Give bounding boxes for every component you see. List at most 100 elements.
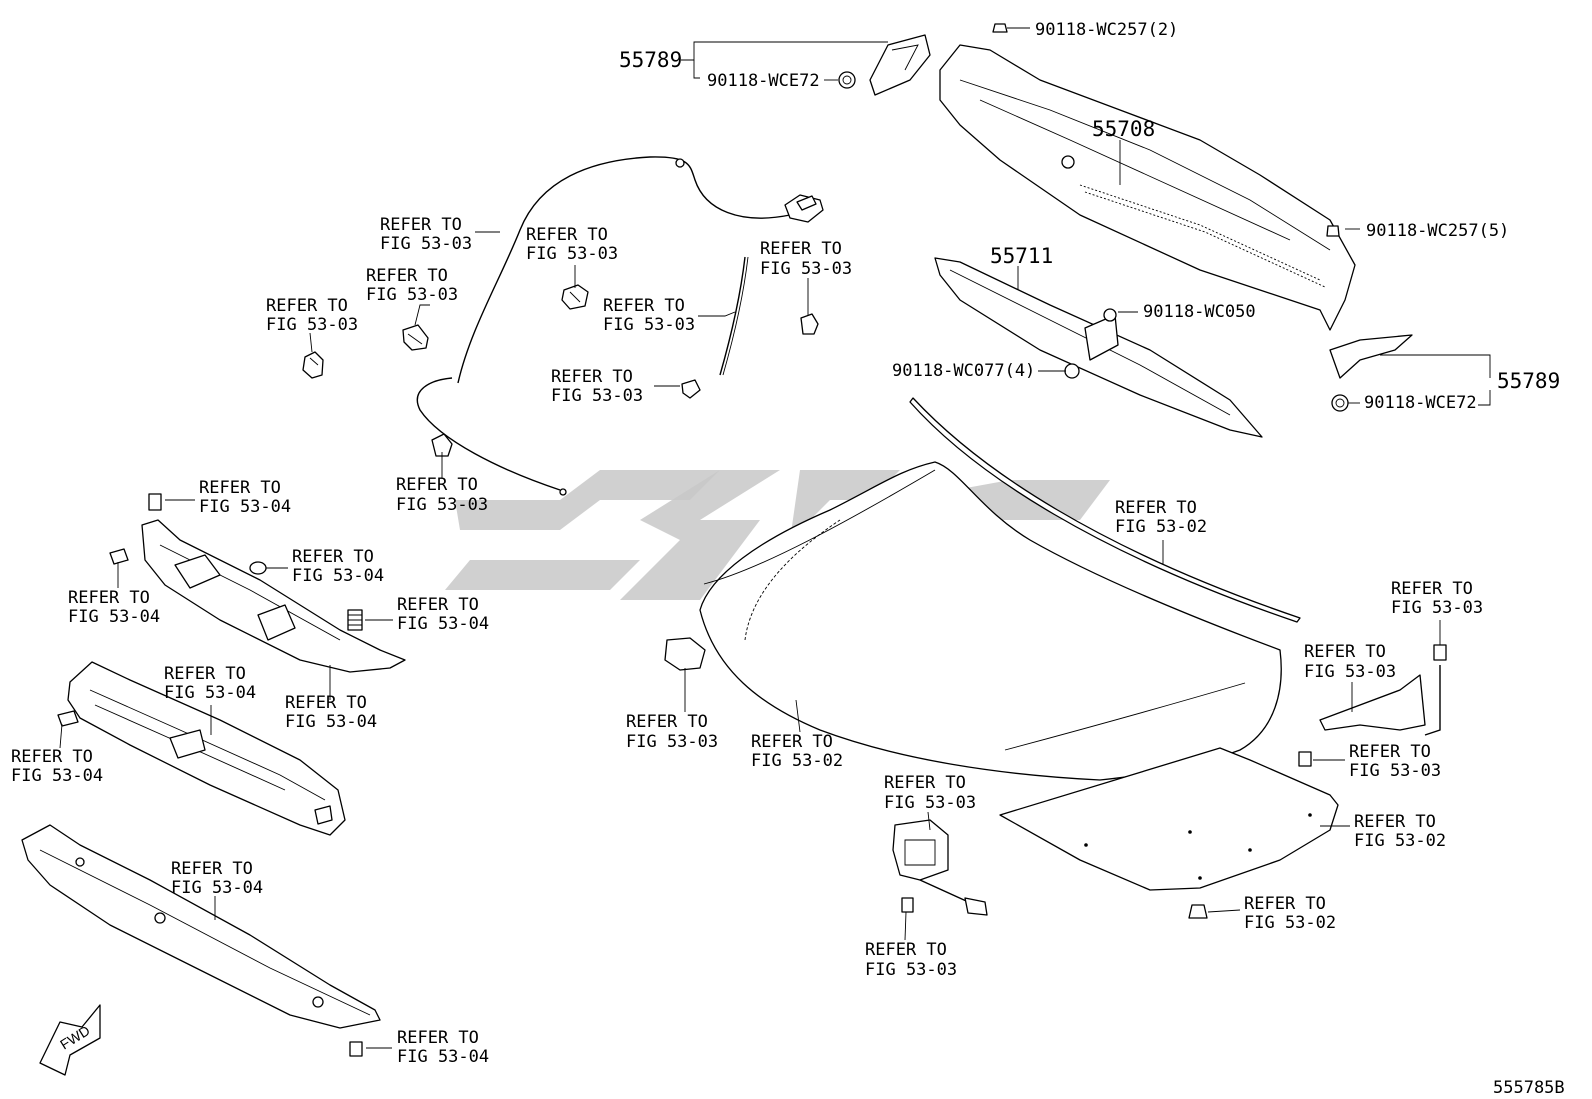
refer-to-text: REFER TO [285, 693, 367, 713]
refer-note-lock-bolt: REFER TO FIG 53-03 [865, 940, 957, 980]
refer-note-insulator: REFER TO FIG 53-02 [1354, 812, 1446, 851]
refer-note-hood-lock: REFER TO FIG 53-03 [884, 773, 976, 813]
refer-note-cable: REFER TO FIG 53-03 [380, 215, 472, 254]
diagram-id: 555785B [1493, 1078, 1565, 1098]
refer-note-insulator-clip: REFER TO FIG 53-02 [1244, 894, 1336, 933]
radiator-support-upper [141, 519, 406, 673]
fig-ref: FIG 53-03 [366, 285, 458, 305]
refer-to-text: REFER TO [865, 940, 947, 960]
refer-note-clip-s3: REFER TO FIG 53-04 [292, 547, 384, 586]
hood-insulator [999, 747, 1339, 891]
refer-to-text: REFER TO [68, 588, 150, 608]
refer-note-member: REFER TO FIG 53-04 [164, 664, 256, 703]
cable-clip-6 [431, 433, 453, 457]
fig-ref: FIG 53-03 [266, 315, 358, 335]
refer-to-text: REFER TO [551, 367, 633, 387]
cowl-louver [934, 257, 1263, 438]
cable-clip-5 [681, 379, 701, 399]
refer-note-cross-member: REFER TO FIG 53-04 [171, 859, 263, 898]
screw-wc050 [1103, 308, 1117, 322]
refer-to-text: REFER TO [164, 664, 246, 684]
label-90118-wce72-right: 90118-WCE72 [1364, 393, 1477, 413]
refer-note-hinge-bolt-top: REFER TO FIG 53-03 [1391, 579, 1483, 618]
refer-note-clip-5: REFER TO FIG 53-03 [551, 367, 643, 406]
hinge-bolt-top [1433, 644, 1447, 661]
refer-to-text: REFER TO [1391, 579, 1473, 599]
refer-to-text: REFER TO [397, 1028, 479, 1048]
refer-to-text: REFER TO [199, 478, 281, 498]
refer-to-text: REFER TO [397, 595, 479, 615]
label-55711: 55711 [990, 244, 1053, 268]
refer-to-text: REFER TO [366, 266, 448, 286]
label-90118-wc257-5: 90118-WC257(5) [1366, 221, 1509, 241]
clip-wc077 [1064, 363, 1080, 379]
hood-panel [699, 461, 1282, 781]
fwd-arrow-icon: FWD [39, 1004, 101, 1076]
fig-ref: FIG 53-03 [884, 793, 976, 813]
refer-note-clip-4: REFER TO FIG 53-03 [760, 239, 852, 279]
cowl-side-bracket-top [869, 34, 931, 96]
refer-note-hinge-right: REFER TO FIG 53-03 [1304, 642, 1396, 682]
clip-nut-right [1331, 394, 1349, 412]
refer-to-text: REFER TO [760, 239, 842, 259]
refer-to-text: REFER TO [751, 732, 833, 752]
cable-clip-4 [800, 313, 819, 335]
refer-note-hood: REFER TO FIG 53-02 [751, 732, 843, 771]
bolt-s2 [109, 548, 129, 565]
fig-ref: FIG 53-02 [1115, 517, 1207, 537]
refer-note-spring-s4: REFER TO FIG 53-04 [397, 595, 489, 634]
refer-to-text: REFER TO [526, 225, 608, 245]
bolt-s5 [57, 710, 79, 727]
fig-ref: FIG 53-03 [603, 315, 695, 335]
cable-clip-1 [302, 351, 324, 379]
fig-ref: FIG 53-04 [68, 607, 160, 627]
refer-to-text: REFER TO [292, 547, 374, 567]
hood-weatherstrip [909, 397, 1301, 623]
hood-lock-bolt [901, 897, 914, 913]
spring-s4 [347, 609, 363, 631]
label-55789-right: 55789 [1497, 369, 1560, 393]
refer-note-hinge-left: REFER TO FIG 53-03 [626, 712, 718, 752]
cowl-side-bracket-right [1329, 334, 1413, 379]
cable-clip-3 [561, 284, 589, 310]
refer-to-text: REFER TO [1115, 498, 1197, 518]
refer-note-clip-3: REFER TO FIG 53-03 [526, 225, 618, 264]
fig-ref: FIG 53-04 [292, 566, 384, 586]
radiator-support-member [67, 661, 346, 836]
lower-cross-member [21, 824, 381, 1029]
screw-wc257-right [1326, 225, 1340, 237]
refer-note-clip-6: REFER TO FIG 53-03 [396, 475, 488, 515]
fig-ref: FIG 53-04 [397, 614, 489, 634]
cable-clip-2 [402, 324, 429, 351]
hood-hinge-right [1319, 665, 1441, 736]
label-90118-wc050: 90118-WC050 [1143, 302, 1256, 322]
leader-lines [59, 27, 1491, 1049]
fig-ref: FIG 53-04 [164, 683, 256, 703]
refer-to-text: REFER TO [266, 296, 348, 316]
fig-ref: FIG 53-04 [11, 766, 103, 786]
hood-lock [892, 819, 988, 916]
refer-to-text: REFER TO [171, 859, 253, 879]
refer-note-bolt-s1: REFER TO FIG 53-04 [199, 478, 291, 517]
refer-to-text: REFER TO [1349, 742, 1431, 762]
fig-ref: FIG 53-03 [1391, 598, 1483, 618]
refer-note-bolt-s5: REFER TO FIG 53-04 [11, 747, 103, 786]
clip-nut-top [838, 71, 856, 89]
refer-note-weatherstrip: REFER TO FIG 53-02 [1115, 498, 1207, 537]
cowl-top-panel [939, 44, 1356, 331]
refer-labels: REFER TO FIG 53-03 REFER TO FIG 53-03 RE… [11, 215, 1483, 1067]
clip-s3 [249, 561, 267, 575]
refer-note-rod: REFER TO FIG 53-03 [603, 296, 695, 335]
fig-ref: FIG 53-03 [551, 386, 643, 406]
refer-note-clip-1: REFER TO FIG 53-03 [266, 296, 358, 335]
refer-to-text: REFER TO [1304, 642, 1386, 662]
fig-ref: FIG 53-04 [285, 712, 377, 732]
fig-ref: FIG 53-03 [1304, 662, 1396, 682]
fig-ref: FIG 53-04 [171, 878, 263, 898]
fig-ref: FIG 53-02 [751, 751, 843, 771]
refer-to-text: REFER TO [380, 215, 462, 235]
callout-labels: 55789 90118-WCE72 90118-WC257(2) 55708 9… [619, 20, 1560, 413]
hood-hinge-left [664, 637, 706, 671]
